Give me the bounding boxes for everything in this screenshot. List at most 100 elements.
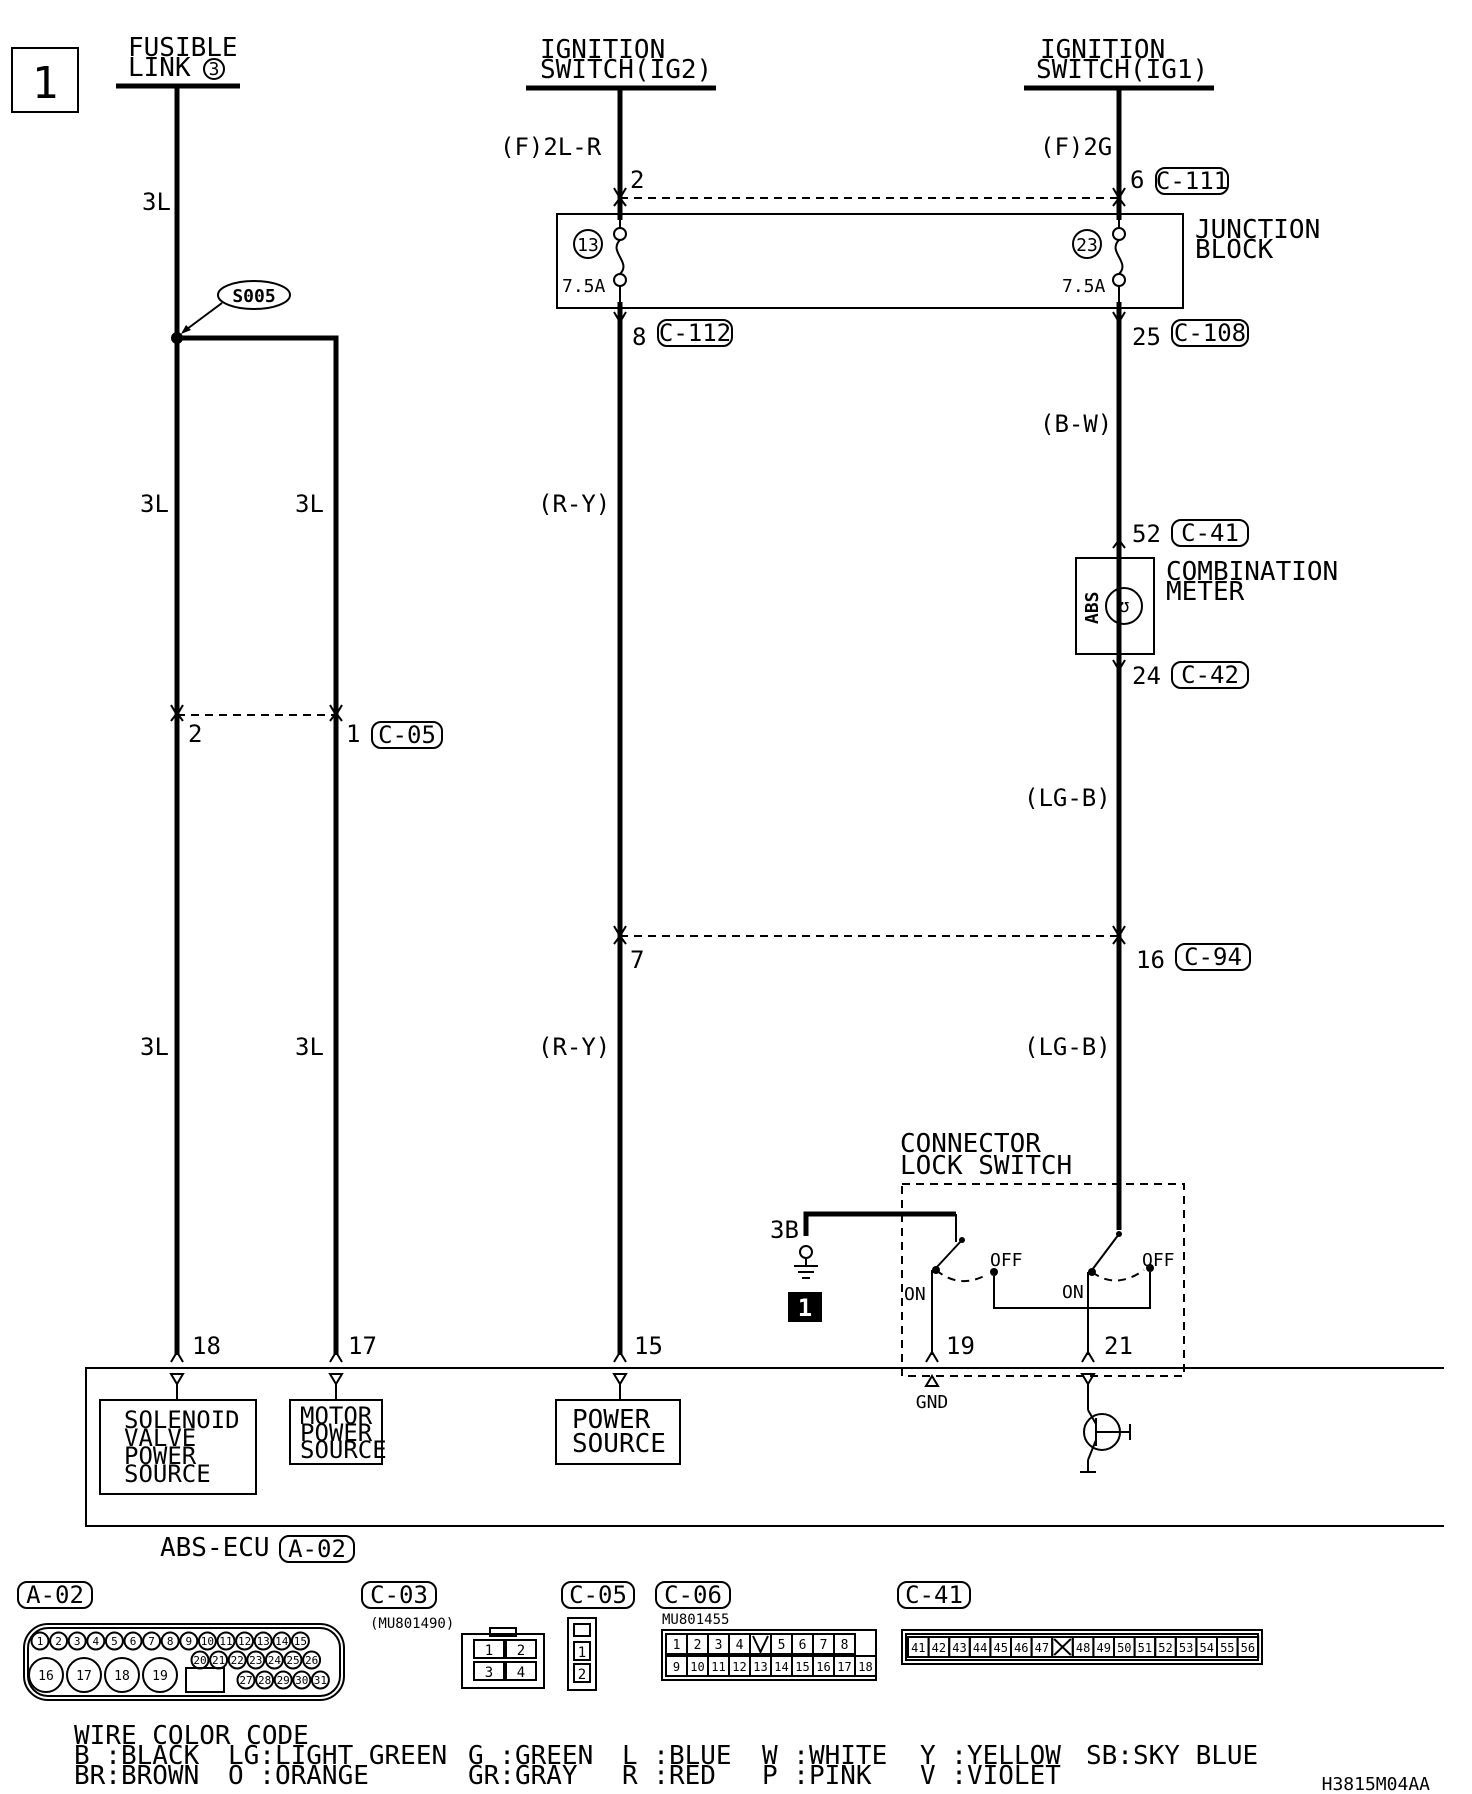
a02-pin-circle: [30, 1631, 50, 1651]
pin-ecu-17: 17: [348, 1332, 377, 1360]
a02-pin-circle: [67, 1631, 87, 1651]
ig2-title-1: IGNITION: [540, 35, 665, 65]
switch-left-on: ON: [904, 1284, 926, 1305]
c06-pin-18: 18: [858, 1660, 872, 1674]
solenoid-valve-power-source-block: [99, 1399, 257, 1495]
connector-view-c05: C-05 1 2: [561, 1581, 635, 1691]
c03-pin-3: 3: [485, 1665, 493, 1681]
c41-pin-42: 42: [932, 1641, 946, 1655]
c41-pin-47: 47: [1035, 1641, 1049, 1655]
a02-view-title: A-02: [26, 1581, 84, 1609]
pin-c94-left: 7: [630, 946, 644, 974]
a02-pin-circle: [302, 1650, 322, 1670]
wire-label-fl-right-low: 3L: [295, 1033, 324, 1061]
motor-line-3: SOURCE: [300, 1436, 387, 1464]
abs-warning-lamp-icon: [1105, 587, 1143, 625]
legend-lg: LG:LIGHT GREEN: [228, 1741, 447, 1771]
connector-c108-box: [1171, 319, 1249, 347]
c06-pin-7: 7: [820, 1638, 828, 1653]
wire-label-fl-left-low: 3L: [140, 1033, 169, 1061]
splice-label: S005: [232, 286, 275, 307]
a02-pin-29: 29: [277, 1674, 290, 1687]
a02-pin-11: 11: [219, 1635, 232, 1648]
switch-right-on: ON: [1062, 1282, 1084, 1303]
ig1-title-2: SWITCH(IG1): [1036, 55, 1208, 85]
legend-b: B :BLACK: [74, 1741, 200, 1771]
ecu-pins: 18 17 15 19 21: [170, 1332, 1133, 1363]
a02-pin-9: 9: [185, 1635, 192, 1648]
pin-ig2-out: 8: [632, 323, 646, 351]
connector-c112-box: [657, 319, 733, 347]
a02-pin-27: 27: [239, 1674, 252, 1687]
c41-pin-50: 50: [1117, 1641, 1131, 1655]
a02-pin-26: 26: [305, 1654, 318, 1667]
motor-power-source-block: [289, 1399, 383, 1465]
c41-blank-icon: [1053, 1638, 1072, 1656]
legend-r: R :RED: [622, 1761, 716, 1791]
legend-sb: SB:SKY BLUE: [1086, 1741, 1258, 1771]
a02-pin-circle: [216, 1631, 236, 1651]
a02-pin-circle: [273, 1670, 293, 1690]
wire-label-ig1-lgb2: (LG-B): [1024, 1033, 1111, 1061]
a02-pin-circle-large: [142, 1657, 178, 1693]
legend-w: W :WHITE: [762, 1741, 887, 1771]
a02-pin-circle: [283, 1650, 303, 1670]
c41-pin-41: 41: [911, 1641, 925, 1655]
fuse-right-number: 23: [1076, 235, 1098, 256]
c03-pin-4: 4: [517, 1665, 525, 1681]
c05-pin-1: 1: [578, 1645, 586, 1661]
splice-dot: [171, 332, 183, 344]
a02-pin-circle: [49, 1631, 69, 1651]
abs-lamp-label: ABS: [1082, 591, 1103, 624]
c41-pin-53: 53: [1179, 1641, 1193, 1655]
a02-pin-circle: [227, 1650, 247, 1670]
a02-pin-circle: [236, 1670, 256, 1690]
a02-pin-8: 8: [167, 1635, 174, 1648]
connector-lock-switch: CONNECTOR LOCK SWITCH 3B 1 ON OFF: [770, 1129, 1185, 1377]
wire-label-fl-top: 3L: [142, 188, 171, 216]
a02-pin-circle-large: [66, 1657, 102, 1693]
a02-pin-12: 12: [238, 1635, 251, 1648]
c03-pin-2: 2: [517, 1643, 525, 1659]
a02-pin-circle: [104, 1631, 124, 1651]
ignition-switch-ig1-source: IGNITION SWITCH(IG1): [1024, 35, 1214, 91]
a02-pin-16: 16: [38, 1669, 54, 1684]
connector-view-c03: C-03 (MU801490) 1 2 3 4: [361, 1581, 545, 1689]
junction-block-title-1: JUNCTION: [1195, 215, 1320, 245]
a02-pin-2: 2: [55, 1635, 62, 1648]
wire-label-fl-left: 3L: [140, 490, 169, 518]
c06-pin-12: 12: [732, 1660, 746, 1674]
fuse-left-number: 13: [577, 235, 599, 256]
solenoid-line-1: SOLENOID: [124, 1406, 240, 1434]
c06-cavity: [833, 1633, 856, 1655]
legend-y: Y :YELLOW: [920, 1741, 1061, 1771]
lamp-symbol: ʊ: [1119, 596, 1130, 617]
drawing-code: H3815M04AA: [1322, 1774, 1431, 1794]
c06-pin-3: 3: [715, 1638, 723, 1653]
a02-pin-4: 4: [92, 1635, 99, 1648]
pin-ig2-in: 2: [630, 166, 644, 194]
fuse-left-rating: 7.5A: [562, 276, 606, 297]
wire-label-ig1-bw: (B-W): [1040, 410, 1112, 438]
c06-pin-2: 2: [694, 1638, 702, 1653]
wire-label-ig1-top: (F)2G: [1040, 133, 1112, 161]
a02-pin-circle: [255, 1670, 275, 1690]
fusible-link-source: FUSIBLE LINK 3: [116, 33, 240, 89]
connector-c41-label: C-41: [1181, 519, 1239, 547]
a02-pin-1: 1: [37, 1635, 44, 1648]
a02-pin-17: 17: [76, 1669, 92, 1684]
c05-view-title: C-05: [569, 1581, 627, 1609]
a02-pin-23: 23: [249, 1654, 262, 1667]
c06-key-icon: [752, 1635, 769, 1655]
c41-pin-48: 48: [1076, 1641, 1090, 1655]
a02-pin-circle: [253, 1631, 273, 1651]
connector-c05: 2 1 C-05: [170, 704, 443, 749]
wire-label-ig2-low: (R-Y): [538, 1033, 610, 1061]
power-source-block: [555, 1399, 681, 1465]
c41-pin-49: 49: [1096, 1641, 1110, 1655]
a02-pin-circle: [290, 1631, 310, 1651]
c06-pin-15: 15: [795, 1660, 809, 1674]
c06-pin-16: 16: [816, 1660, 830, 1674]
